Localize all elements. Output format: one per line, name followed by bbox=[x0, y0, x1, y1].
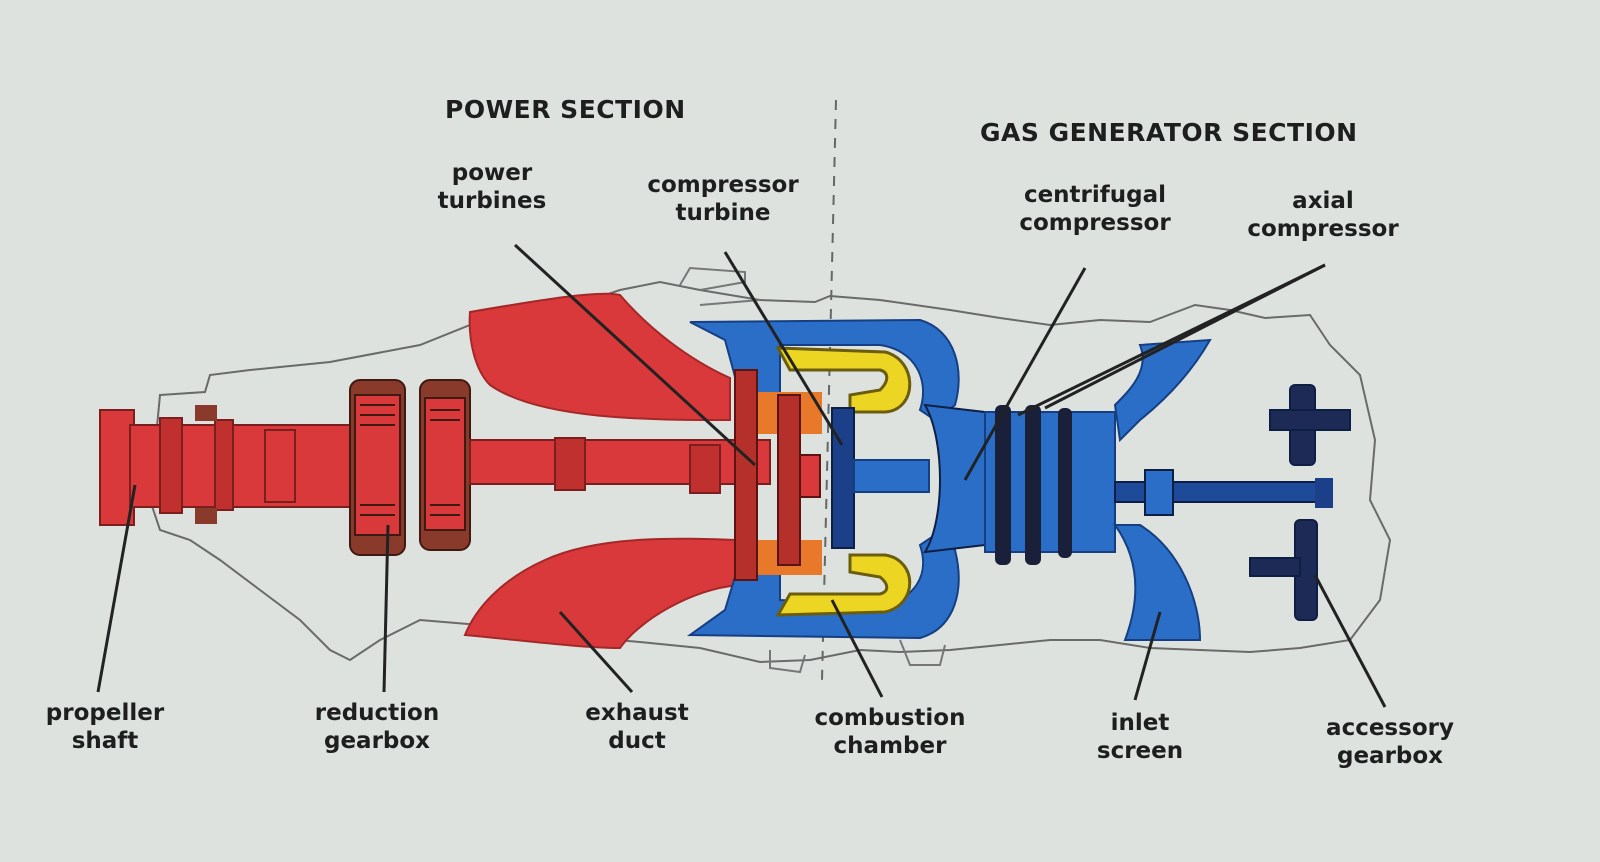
inlet-lower bbox=[1113, 524, 1202, 641]
leader-power-turbines bbox=[513, 243, 757, 467]
leader-centrifugal-compressor bbox=[963, 267, 1087, 481]
centrifugal-impeller bbox=[923, 403, 986, 554]
power-turbine-disc-2 bbox=[777, 394, 801, 566]
combustion-liner-upper bbox=[775, 346, 912, 414]
label-inlet-screen-line2: screen bbox=[1096, 737, 1184, 764]
reduction-gearbox bbox=[349, 379, 471, 556]
accessory-end-cap bbox=[1315, 478, 1333, 508]
section-divider bbox=[821, 99, 837, 681]
label-accessory-gearbox-line2: gearbox bbox=[1336, 742, 1444, 769]
label-compressor-turbine-line2: turbine bbox=[675, 199, 771, 226]
label-compressor-turbine: compressor turbine bbox=[618, 172, 828, 227]
bolt-bottom bbox=[195, 508, 217, 524]
label-accessory-gearbox: accessory gearbox bbox=[1285, 715, 1495, 770]
label-propeller-shaft-line1: propeller bbox=[45, 700, 165, 726]
exhaust-duct-upper bbox=[468, 292, 731, 422]
leader-compressor-turbine bbox=[723, 251, 844, 446]
shaft-coupling-b bbox=[689, 444, 721, 494]
power-shaft bbox=[469, 439, 771, 485]
shaft-collar-a bbox=[159, 417, 183, 514]
label-inlet-screen-line1: inlet bbox=[1110, 710, 1170, 736]
bolt-top bbox=[195, 405, 217, 421]
leader-axial-compressor-b bbox=[1044, 263, 1326, 410]
label-power-turbines: power turbines bbox=[387, 160, 597, 215]
label-inlet-screen: inlet screen bbox=[1035, 710, 1245, 765]
compressor-shaft bbox=[853, 459, 930, 493]
label-exhaust-duct: exhaust duct bbox=[532, 700, 742, 755]
accessory-coupling bbox=[1144, 469, 1174, 516]
accessory-gearbox bbox=[1249, 384, 1351, 621]
label-axial-compressor-line1: axial bbox=[1292, 188, 1354, 214]
propeller-flange bbox=[99, 409, 135, 526]
leader-reduction-gearbox bbox=[382, 524, 390, 693]
label-axial-compressor: axial compressor bbox=[1218, 188, 1428, 243]
label-propeller-shaft: propeller shaft bbox=[0, 700, 210, 755]
label-accessory-gearbox-line1: accessory bbox=[1326, 715, 1454, 741]
label-reduction-gearbox-line1: reduction bbox=[314, 700, 440, 726]
label-exhaust-duct-line1: exhaust bbox=[585, 700, 689, 726]
shaft-collar-c bbox=[264, 429, 296, 503]
label-centrifugal-compressor-line1: centrifugal bbox=[1023, 182, 1167, 208]
gas-generator-section-title: GAS GENERATOR SECTION bbox=[980, 118, 1358, 147]
axial-stage-1 bbox=[995, 405, 1011, 565]
label-compressor-turbine-line1: compressor bbox=[647, 172, 799, 198]
label-axial-compressor-line2: compressor bbox=[1247, 215, 1399, 242]
compressor-turbine-disc bbox=[831, 407, 855, 549]
power-section-title: POWER SECTION bbox=[445, 95, 686, 124]
axial-stage-2 bbox=[1025, 405, 1041, 565]
label-combustion-chamber-line1: combustion bbox=[814, 705, 966, 731]
leader-accessory-gearbox bbox=[1313, 574, 1387, 708]
shaft-coupling-a bbox=[554, 437, 586, 491]
engine-outline bbox=[148, 280, 1392, 664]
turbine-hub bbox=[799, 454, 821, 498]
label-power-turbines-line2: turbines bbox=[437, 187, 547, 214]
label-propeller-shaft-line2: shaft bbox=[71, 727, 139, 754]
label-combustion-chamber: combustion chamber bbox=[785, 705, 995, 760]
exhaust-duct-lower bbox=[463, 537, 739, 650]
label-reduction-gearbox-line2: gearbox bbox=[323, 727, 431, 754]
label-combustion-chamber-line2: chamber bbox=[833, 732, 947, 759]
shaft-collar-b bbox=[214, 419, 234, 511]
leader-combustion-chamber bbox=[830, 599, 884, 698]
leader-exhaust-duct bbox=[558, 610, 634, 694]
label-power-turbines-line1: power bbox=[451, 160, 533, 186]
leader-lines bbox=[96, 243, 1387, 708]
leader-inlet-screen bbox=[1133, 611, 1162, 701]
label-reduction-gearbox: reduction gearbox bbox=[272, 700, 482, 755]
outline-tab-top bbox=[679, 266, 761, 306]
label-centrifugal-compressor-line2: compressor bbox=[1019, 209, 1171, 236]
combustion-liner-lower bbox=[775, 553, 912, 617]
axial-stage-3 bbox=[1058, 408, 1072, 558]
inlet-upper bbox=[1113, 338, 1212, 443]
label-centrifugal-compressor: centrifugal compressor bbox=[990, 182, 1200, 237]
power-turbine-disc-1 bbox=[734, 369, 758, 581]
leader-propeller-shaft bbox=[96, 484, 137, 693]
outline-tab-bottom bbox=[769, 639, 946, 674]
label-exhaust-duct-line2: duct bbox=[608, 727, 666, 754]
